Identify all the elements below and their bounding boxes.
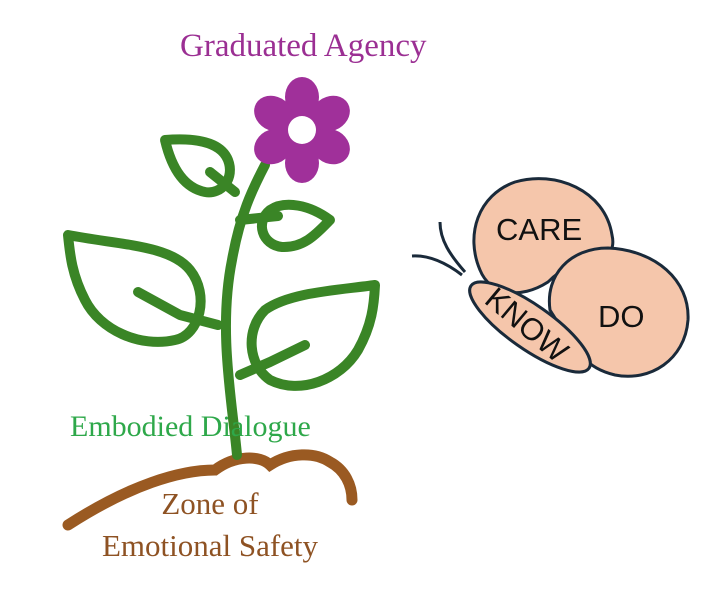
butterfly-body-know [468,280,592,374]
leaf-middle-right [235,199,335,252]
plant-stem [220,160,270,460]
flower-center [288,116,316,144]
butterfly-antenna-2 [411,254,463,277]
zone-label-line2: Emotional Safety [101,528,319,563]
butterfly-do-label: DO [598,299,645,334]
embodied-dialogue-label: Embodied Dialogue [70,410,311,443]
leaf-top-left [160,134,240,198]
butterfly-antenna-1 [438,221,467,273]
butterfly-care-label: CARE [496,212,582,247]
leaf-large-left [63,230,223,347]
leaf-large-right [235,280,380,391]
soil-mound [62,449,358,531]
zone-label-line1: Zone of [161,486,259,521]
butterfly: CARE DO KNOW [411,177,690,378]
graduated-agency-label: Graduated Agency [180,28,427,64]
flower [254,77,350,183]
butterfly-wing-do [547,246,690,378]
